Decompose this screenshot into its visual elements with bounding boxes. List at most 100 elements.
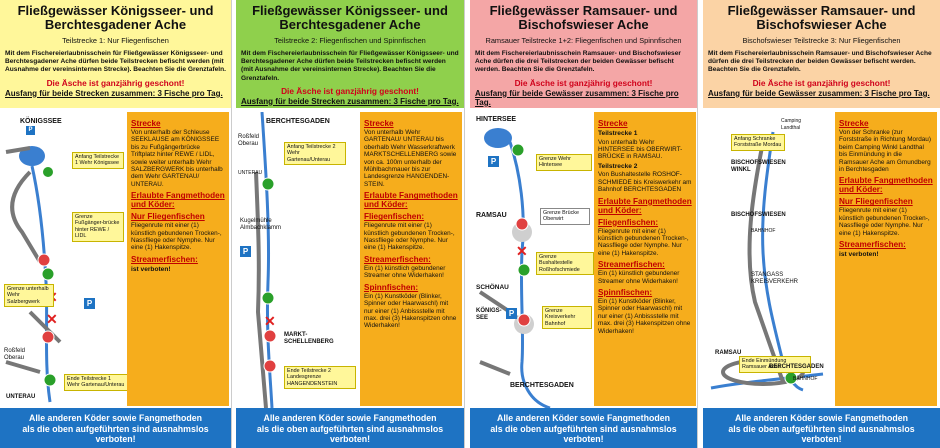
strecke-text: Von unterhalb Wehr GARTENAU/ UNTERAU bis… xyxy=(364,129,457,188)
panel-subtitle: Teilstrecke 1: Nur Fliegenfischen xyxy=(62,36,169,45)
place-marktschellenberg: MARKT-SCHELLENBERG xyxy=(284,332,334,345)
spin-heading: Spinnfischen: xyxy=(598,288,653,298)
marker-ende: Ende Teilstrecke 2 Landesgrenze HANGENDE… xyxy=(284,366,356,390)
place-rossfeld: Roßfeld Oberau xyxy=(238,134,260,147)
panel-subtitle: Ramsauer Teilstrecke 1+2: Fliegenfischen… xyxy=(485,36,682,45)
fly-text: Fliegenrute mit einer (1) künstlich gebu… xyxy=(364,222,455,252)
place-bahnhof: BAHNHOF xyxy=(751,228,776,234)
streamer-text: Ein (1) künstlich gebundener Streamer oh… xyxy=(598,270,680,285)
panel-subtitle: Teilstrecke 2: Fliegenfischen und Spinnf… xyxy=(274,36,426,45)
place-rossfeld: Roßfeld Oberau xyxy=(4,348,26,361)
place-berchtesgaden: BERCHTESGADEN xyxy=(510,382,574,389)
methods-heading: Erlaubte Fangmethoden und Köder: xyxy=(364,191,458,210)
river-map: ✕ xyxy=(254,111,277,409)
info-box: Strecke Von unterhalb der Schleuse SEEKL… xyxy=(127,112,229,406)
x-mark: ✕ xyxy=(264,313,276,329)
camping-label: Camping Landthal xyxy=(781,118,802,131)
place-ramsau: RAMSAU xyxy=(715,350,742,356)
place-unterau: UNTERAU xyxy=(238,170,263,176)
parking-icon: P xyxy=(84,298,95,309)
fly-heading: Fliegenfischen: xyxy=(598,217,659,227)
panel-intro-text: Mit dem Fischereierlaubnisschein für Fli… xyxy=(5,50,226,74)
marker-ende: Ende Teilstrecke 1 Wehr Gartenau/Unterau xyxy=(64,374,128,391)
place-berchtesgaden: BERCHTESGADEN xyxy=(769,364,824,370)
t1-heading: Teilstrecke 1 xyxy=(598,130,638,137)
place-ramsau: RAMSAU xyxy=(476,212,507,219)
marker-grenze-salzbergwerk: Grenze unterhalb Wehr Salzbergwerk xyxy=(4,284,54,308)
strecke-heading: Strecke xyxy=(839,119,869,128)
alert-text: Die Äsche ist ganzjährig geschont! xyxy=(46,77,185,88)
place-bischofswiesen-winkl: BISCHOFSWIESEN WINKL xyxy=(731,160,786,173)
panel-subtitle: Bischofswieser Teilstrecke 3: Nur Fliege… xyxy=(742,36,901,45)
streamer-heading: Streamerfischen: xyxy=(839,240,906,250)
place-kugelmuehle: Kugelmühle Almbachklamm xyxy=(240,218,282,231)
alert-text: Die Äsche ist ganzjährig geschont! xyxy=(752,77,891,88)
map-strecke-2: ✕ BERCHTESGADEN Roßfeld Oberau UNTERAU A… xyxy=(236,111,358,409)
place-berchtesgaden: BERCHTESGADEN xyxy=(266,118,330,125)
place-koenigssee: KÖNIGS-SEE xyxy=(476,308,502,321)
methods-heading: Erlaubte Fangmethoden und Köder: xyxy=(598,196,692,215)
streamer-heading: Streamerfischen: xyxy=(364,254,431,264)
t2-text: Von Bushaltestelle ROSHOF-SCHMIEDE bis K… xyxy=(598,171,692,194)
streamer-heading: Streamerfischen: xyxy=(598,260,665,270)
alert-text: Die Äsche ist ganzjährig geschont! xyxy=(281,85,419,96)
fly-heading: Nur Fliegenfischen xyxy=(839,197,913,207)
map-ramsau-strecke: ✕ HINTERSEE Grenze Wehr Hintersee P RAMS… xyxy=(470,112,594,410)
place-bischofswiesen: BISCHOFSWIESEN xyxy=(731,212,786,218)
x-mark: ✕ xyxy=(46,311,58,327)
methods-heading: Erlaubte Fangmethoden und Köder: xyxy=(131,191,225,210)
marker-anfang: Anfang Teilstrecke 1 Wehr Königssee xyxy=(72,152,124,169)
panel-intro-text: Mit dem Fischereierlaubnisschein für Fli… xyxy=(241,50,459,82)
streamer-text: Ein (1) künstlich gebundener Streamer oh… xyxy=(364,264,446,280)
panel-intro-text: Mit dem Fischereierlaubnisschein Ramsaue… xyxy=(475,50,681,74)
fly-text: Fliegenrute mit einer (1) künstlich gebu… xyxy=(598,227,689,257)
parking-icon: P xyxy=(240,246,251,257)
parking-icon: P xyxy=(506,308,517,319)
map-bischofswiesen: Anfang Schranke Forststraße Mordau Campi… xyxy=(703,112,833,408)
alert-text: Die Äsche ist ganzjährig geschont! xyxy=(514,77,653,88)
fly-heading: Fliegenfischen: xyxy=(364,212,425,222)
x-mark: ✕ xyxy=(516,243,528,259)
marker-grenze-kreisverkehr: Grenze Kreisverkehr Bahnhof xyxy=(542,306,592,330)
place-hintersee: HINTERSEE xyxy=(476,116,517,123)
marker-grenze-rosshof: Grenze Bushaltestelle Roßhofschmiede xyxy=(536,252,594,276)
methods-heading: Erlaubte Fangmethoden und Köder: xyxy=(839,176,933,195)
t2-heading: Teilstrecke 2 xyxy=(598,162,638,170)
spin-heading: Spinnfischen: xyxy=(364,282,419,292)
fly-text: Fliegenrute mit einer (1) künstlich gebu… xyxy=(131,222,222,252)
streamer-text: ist verboten! xyxy=(839,251,879,259)
place-schoenau: SCHÖNAU xyxy=(476,284,509,291)
fly-text: Fliegenrute mit einer (1) künstlich gebu… xyxy=(839,207,930,237)
strecke-heading: Strecke xyxy=(598,119,628,128)
map-strecke-1: ✕ ✕ KÖNIGSSEE Anfang Teilstrecke 1 Wehr … xyxy=(0,112,128,408)
panel-intro-text: Mit dem Fischereierlaubnisschein Ramsaue… xyxy=(708,50,932,74)
catch-limit: Ausfang für beide Strecken zusammen: 3 F… xyxy=(5,88,223,98)
place-koenigssee: KÖNIGSSEE xyxy=(20,118,62,125)
marker-anfang: Anfang Schranke Forststraße Mordau xyxy=(731,134,785,151)
catch-limit: Ausfang für beide Gewässer zusammen: 3 F… xyxy=(708,88,930,98)
streamer-heading: Streamerfischen: xyxy=(131,254,198,264)
parking-icon: P xyxy=(488,156,499,167)
info-box: Strecke Teilstrecke 1 Von unterhalb Wehr… xyxy=(594,112,696,406)
strecke-heading: Strecke xyxy=(364,119,394,128)
marker-grenze-oberwirt: Grenze Brücke Oberwirt xyxy=(540,208,590,225)
catch-limit: Ausfang für beide Gewässer zusammen: 3 F… xyxy=(475,88,679,107)
river-map: ✕ xyxy=(478,128,551,410)
place-unterau: UNTERAU xyxy=(6,394,36,400)
